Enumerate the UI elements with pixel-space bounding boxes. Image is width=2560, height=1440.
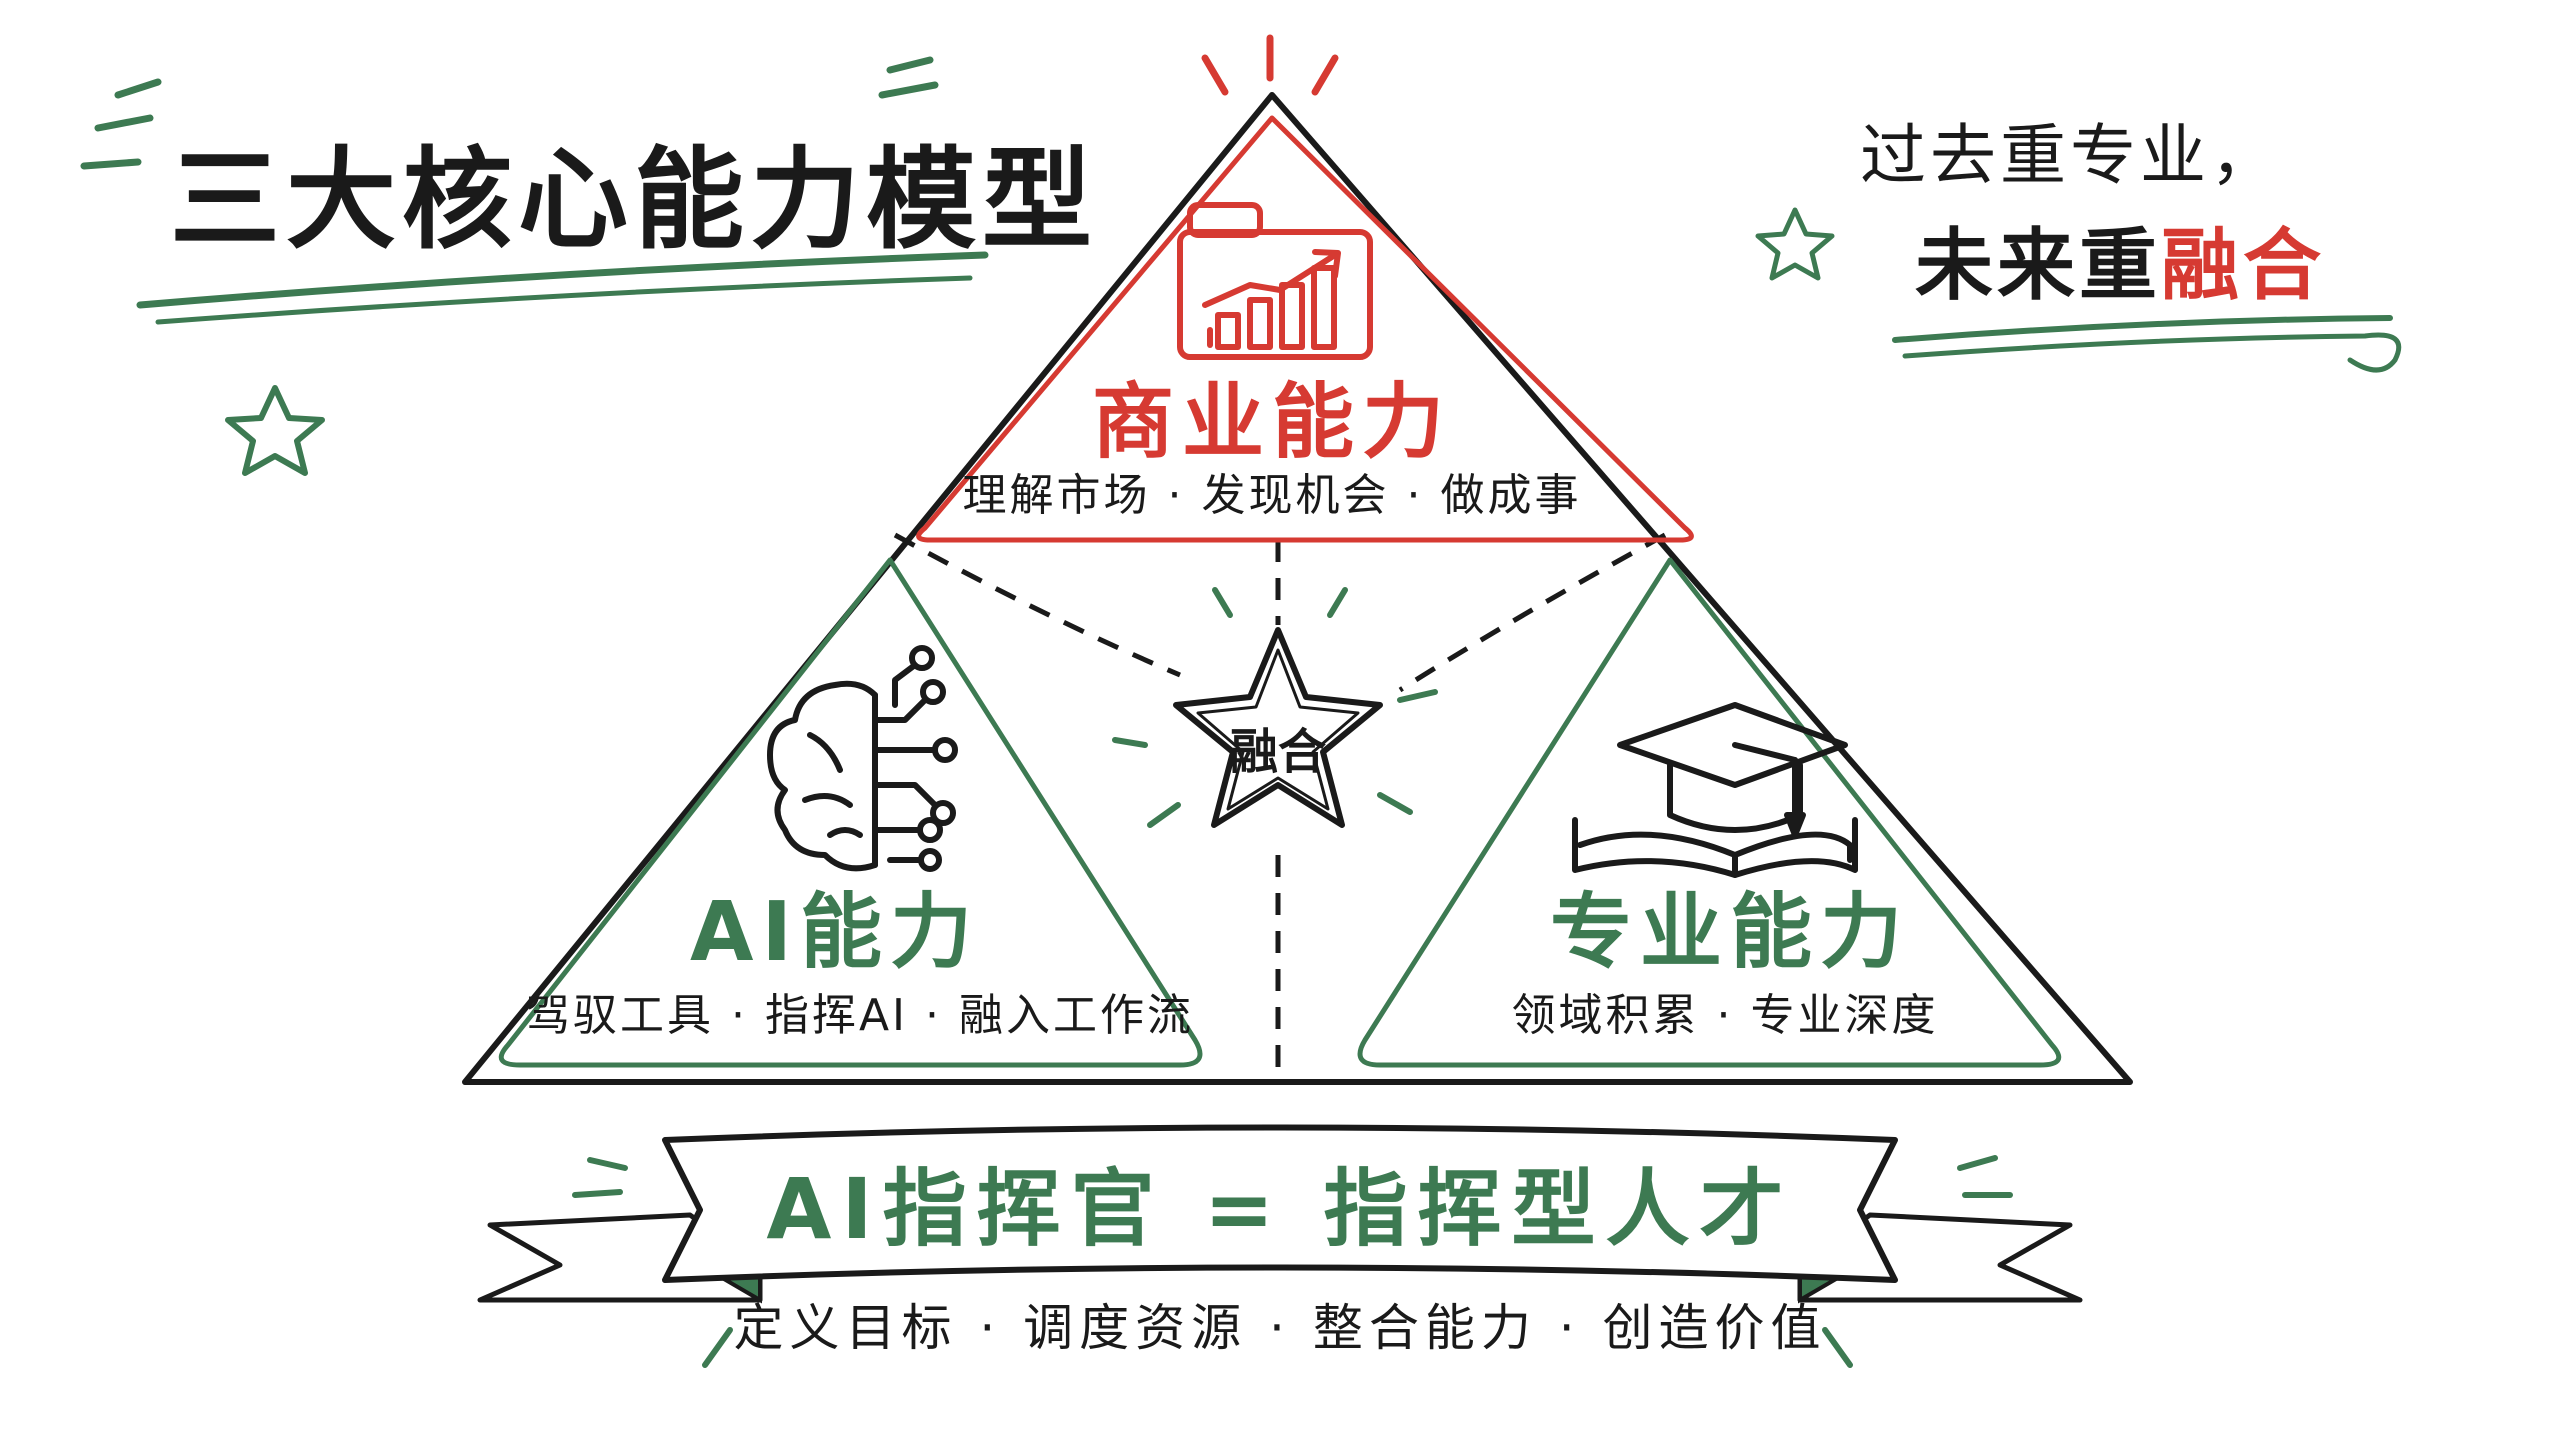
model-triangle: 商业能力 理解市场 · 发现机会 · 做成事 (462, 34, 2133, 1085)
professional-section: 专业能力 领域积累 · 专业深度 (1357, 557, 2062, 1068)
slogan-underline-2 (1902, 332, 2402, 373)
graduation-cap-book-icon (1572, 702, 1858, 878)
ai-subtitle: 驾驭工具 · 指挥AI · 融入工作流 (526, 990, 1194, 1041)
center-star-inner (1196, 648, 1360, 811)
page-title: 三大核心能力模型 (170, 136, 1098, 264)
business-subtitle: 理解市场 · 发现机会 · 做成事 (963, 470, 1582, 521)
slogan-line-2: 未来重融合 (1915, 221, 2325, 311)
center-label: 融合 (1230, 724, 1326, 780)
title-underline-1 (136, 251, 989, 309)
title-block: 三大核心能力模型 (80, 56, 1098, 476)
ribbon-banner: AI指挥官 = 指挥型人才 (477, 1124, 2083, 1368)
brain-circuit-icon (767, 645, 958, 872)
briefcase-growth-icon (1177, 202, 1373, 360)
professional-inner-outline (1357, 557, 2062, 1068)
center-fusion: 融合 (1112, 587, 1438, 828)
slogan-star-icon (1755, 207, 1835, 281)
center-sparkle-icon (1112, 587, 1438, 828)
ribbon-text: AI指挥官 = 指挥型人才 (766, 1160, 1793, 1258)
professional-subtitle: 领域积累 · 专业深度 (1512, 990, 1939, 1041)
slogan-block: 过去重专业， 未来重融合 (1755, 117, 2402, 373)
business-title: 商业能力 (1092, 375, 1452, 470)
title-accent-strokes (80, 56, 939, 170)
ai-inner-outline (498, 557, 1203, 1068)
slogan-underline-1 (1892, 315, 2393, 343)
center-star-icon (1173, 627, 1383, 828)
decor-star-icon (225, 385, 325, 476)
slogan-line-1: 过去重专业， (1860, 117, 2280, 194)
business-section: 商业能力 理解市场 · 发现机会 · 做成事 (916, 115, 1694, 543)
slogan-highlight: 融合 (2161, 221, 2325, 311)
ai-title: AI能力 (690, 885, 980, 980)
dashed-dividers (893, 532, 1667, 1075)
apex-sparkle-icon (1201, 34, 1339, 96)
ribbon-sparkle-icon (572, 1155, 2013, 1368)
title-underline-2 (155, 275, 973, 325)
business-inner-outline (916, 115, 1694, 543)
professional-title: 专业能力 (1550, 885, 1910, 980)
ai-section: AI能力 驾驭工具 · 指挥AI · 融入工作流 (498, 557, 1203, 1068)
ribbon-body (662, 1124, 1898, 1283)
slogan-line-2-prefix: 未来重 (1915, 221, 2161, 311)
footer-subtitle: 定义目标 · 调度资源 · 整合能力 · 创造价值 (733, 1299, 1826, 1357)
